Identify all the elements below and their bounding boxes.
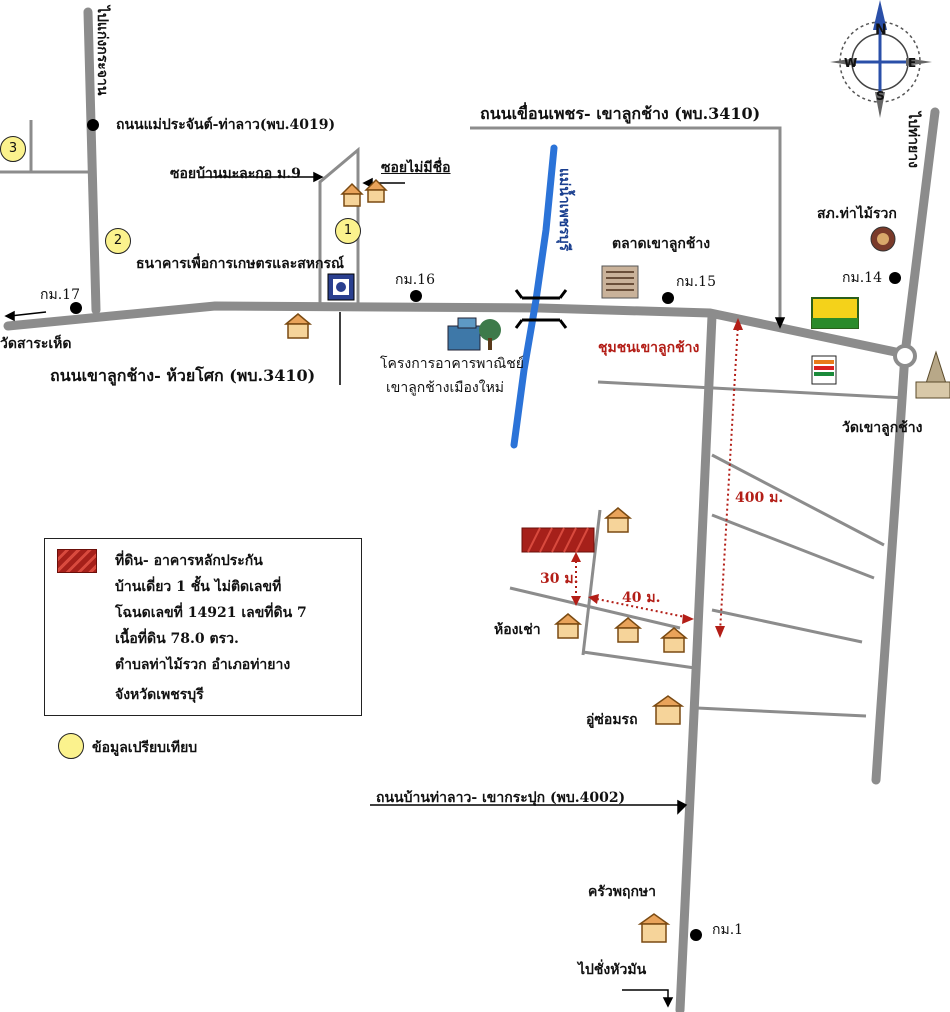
- label-to-kaeng-krachan: ไปแก่งกระจาน: [94, 6, 110, 96]
- label-police: สภ.ท่าไม้รวก: [817, 206, 897, 222]
- label-garage: อู่ซ่อมรถ: [586, 712, 638, 728]
- km17-dot: [70, 302, 82, 314]
- legend-subject-swatch: [57, 549, 97, 573]
- comparison-marker-3: 3: [0, 136, 26, 162]
- label-km14: กม.14: [842, 270, 882, 286]
- legend-comparison-label: ข้อมูลเปรียบเทียบ: [92, 740, 198, 756]
- label-road-ban-tha-lao: ถนนบ้านท่าลาว- เขากระปุก (พบ.4002): [376, 790, 626, 806]
- compass-s: S: [876, 89, 885, 103]
- label-road-main-upper: ถนนเขื่อนเพชร- เขาลูกช้าง (พบ.3410): [480, 104, 761, 123]
- comparison-marker-2: 2: [105, 228, 131, 254]
- label-soi-mai-mi-chue: ซอยไม่มีชื่อ: [381, 160, 451, 176]
- label-kitchen: ครัวพฤกษา: [588, 884, 657, 900]
- label-wat-khao-luk-chang: วัดเขาลูกช้าง: [842, 420, 923, 436]
- legend-line2: บ้านเดี่ยว 1 ชั้น ไม่ติดเลขที่: [115, 579, 282, 595]
- label-wat-sa-rahet: วัดสาระเห็ด: [0, 336, 72, 352]
- distance-arrowheads: [571, 318, 743, 638]
- label-baac: ธนาคารเพื่อการเกษตรและสหกรณ์: [136, 256, 344, 272]
- legend-line5: ตำบลท่าไม้รวก อำเภอท่ายาง: [115, 657, 291, 673]
- legend-line3: โฉนดเลขที่ 14921 เลขที่ดิน 7: [115, 605, 307, 621]
- km14-dot: [889, 272, 901, 284]
- label-road-mae-prachan: ถนนแม่ประจันต์-ท่าลาว(พบ.4019): [116, 117, 336, 133]
- seven-eleven-logo: [811, 355, 837, 385]
- subject-hatch: [527, 527, 589, 553]
- km16-dot: [410, 290, 422, 302]
- legend-line1: ที่ดิน- อาคารหลักประกัน: [115, 553, 263, 569]
- pointer-arrows: [4, 171, 786, 1008]
- market-building-icon: [601, 265, 639, 299]
- major-roads: [3, 7, 940, 1012]
- label-project-line2: เขาลูกช้างเมืองใหม่: [386, 380, 505, 396]
- label-km17: กม.17: [40, 287, 80, 303]
- label-to-tha-yang: ไปท่ายาง: [905, 112, 921, 168]
- comparison-marker-1: 1: [335, 218, 361, 244]
- river-line: [510, 144, 558, 449]
- temple-icon: [915, 350, 950, 399]
- compass-w: W: [844, 56, 858, 70]
- legend-box: ที่ดิน- อาคารหลักประกัน บ้านเดี่ยว 1 ชั้…: [44, 538, 362, 716]
- label-distance-40: 40 ม.: [622, 590, 661, 606]
- label-road-main-lower: ถนนเขาลูกช้าง- ห้วยโศก (พบ.3410): [50, 366, 316, 385]
- house-icons: [283, 178, 689, 943]
- km1-dot: [690, 929, 702, 941]
- km15-dot: [662, 292, 674, 304]
- label-soi-makok: ซอยบ้านมะละกอ ม.9: [170, 166, 301, 182]
- project-building-icon: [447, 317, 501, 351]
- km-dot-road-junction: [87, 119, 99, 131]
- police-emblem-icon: [870, 226, 896, 252]
- label-to-chang-hua-man: ไปชั่งหัวมัน: [578, 962, 647, 978]
- label-river: แม่น้ำเพชรบุรี: [556, 168, 572, 252]
- legend-comparison-circle: [58, 733, 84, 759]
- label-distance-400: 400 ม.: [735, 490, 784, 506]
- bridge-icon: [514, 289, 568, 329]
- label-market: ตลาดเขาลูกช้าง: [612, 236, 711, 252]
- label-project-line1: โครงการอาคารพาณิชย์: [380, 356, 524, 372]
- bank-icon: [327, 273, 355, 301]
- compass-rose-icon: [830, 0, 932, 118]
- roundabout: [893, 344, 917, 368]
- label-km16: กม.16: [395, 272, 435, 288]
- legend-line4: เนื้อที่ดิน 78.0 ตรว.: [115, 631, 239, 647]
- label-distance-30: 30 ม.: [540, 571, 579, 587]
- label-km1: กม.1: [712, 922, 744, 938]
- label-km15: กม.15: [676, 274, 716, 290]
- label-community: ชุมชนเขาลูกช้าง: [598, 340, 700, 356]
- minor-roads: [0, 120, 906, 718]
- cj-express-logo: [811, 297, 859, 329]
- distance-lines: [575, 323, 739, 633]
- legend-line6: จังหวัดเพชรบุรี: [115, 687, 204, 703]
- compass-e: E: [908, 56, 917, 70]
- label-rental: ห้องเช่า: [494, 622, 541, 638]
- compass-n: N: [875, 22, 887, 38]
